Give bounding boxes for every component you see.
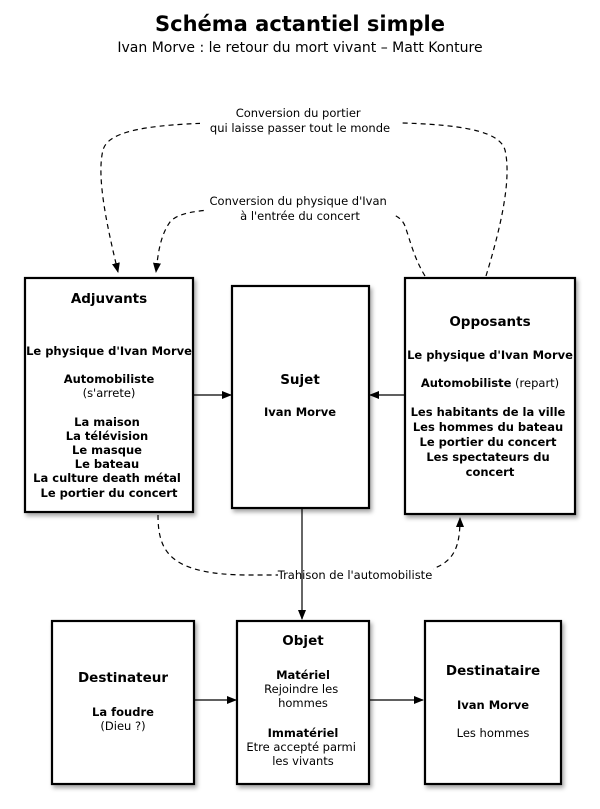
objet-immateriel-heading: Immatériel: [268, 726, 339, 740]
portier-label-line-1: Conversion du portier: [236, 106, 361, 120]
adjuvants-item: Le portier du concert: [41, 486, 178, 500]
diagram-title: Schéma actantiel simple: [155, 12, 445, 36]
portier-label-line-2: qui laisse passer tout le monde: [210, 121, 390, 135]
objet-immateriel-line: les vivants: [272, 754, 334, 768]
diagram-subtitle: Ivan Morve : le retour du mort vivant – …: [117, 40, 482, 56]
objet-immateriel-text: Etre accepté parmi les vivants: [246, 740, 359, 768]
destinataire-value: Ivan Morve: [457, 698, 529, 712]
objet-heading: Objet: [282, 633, 324, 649]
physique-label-line-2: à l'entrée du concert: [240, 209, 360, 223]
adjuvants-item: Le bateau: [75, 457, 139, 471]
physique-conversion-label: Conversion du physique d'Ivan à l'entrée…: [210, 194, 391, 223]
opposants-physique: Le physique d'Ivan Morve: [407, 348, 573, 362]
objet-materiel-heading: Matériel: [276, 668, 330, 682]
destinateur-box: [50, 619, 196, 786]
opposants-item: concert: [466, 465, 515, 479]
destinataire-box: [423, 619, 563, 786]
opposants-automobiliste: Automobiliste (repart): [421, 376, 559, 390]
adjuvants-physique: Le physique d'Ivan Morve: [26, 344, 192, 358]
adjuvants-heading: Adjuvants: [71, 291, 147, 307]
objet-materiel-line: Rejoindre les: [264, 682, 338, 696]
adjuvants-item: La maison: [74, 415, 140, 429]
adjuvants-item: La culture death métal: [33, 471, 181, 485]
trahison-label: Trahison de l'automobiliste: [277, 568, 433, 582]
opposants-box: [403, 276, 577, 516]
sujet-heading: Sujet: [280, 372, 320, 388]
opposants-item: Le portier du concert: [420, 435, 557, 449]
destinateur-heading: Destinateur: [78, 670, 168, 686]
opposants-heading: Opposants: [449, 314, 530, 330]
adjuvants-list: La maison La télévision Le masque Le bat…: [33, 415, 185, 500]
destinataire-heading: Destinataire: [446, 663, 540, 679]
portier-conversion-arrow: [100, 121, 508, 277]
opposants-automobiliste-bold: Automobiliste: [421, 376, 512, 390]
sujet-box: [230, 284, 371, 510]
sujet-value: Ivan Morve: [264, 405, 336, 419]
opposants-item: Les spectateurs du: [426, 450, 549, 464]
adjuvants-item: La télévision: [66, 429, 148, 443]
adjuvants-automobiliste: Automobiliste: [64, 372, 155, 386]
objet-box: [235, 619, 371, 786]
destinataire-note: Les hommes: [457, 726, 530, 740]
opposants-list: Les habitants de la ville Les hommes du …: [411, 405, 570, 479]
destinateur-value: La foudre: [92, 705, 154, 719]
objet-immateriel-line: Etre accepté parmi: [246, 740, 356, 754]
destinateur-note: (Dieu ?): [100, 719, 145, 733]
objet-materiel-text: Rejoindre les hommes: [264, 682, 342, 710]
adjuvants-automobiliste-note: (s'arrete): [83, 386, 136, 400]
physique-label-line-1: Conversion du physique d'Ivan: [210, 194, 387, 208]
opposants-item: Les hommes du bateau: [413, 420, 563, 434]
adjuvants-item: Le masque: [72, 443, 142, 457]
objet-materiel-line: hommes: [278, 696, 328, 710]
opposants-item: Les habitants de la ville: [411, 405, 566, 419]
adjuvants-box: [23, 276, 195, 514]
opposants-automobiliste-note: (repart): [511, 376, 559, 390]
portier-conversion-label: Conversion du portier qui laisse passer …: [210, 106, 390, 135]
